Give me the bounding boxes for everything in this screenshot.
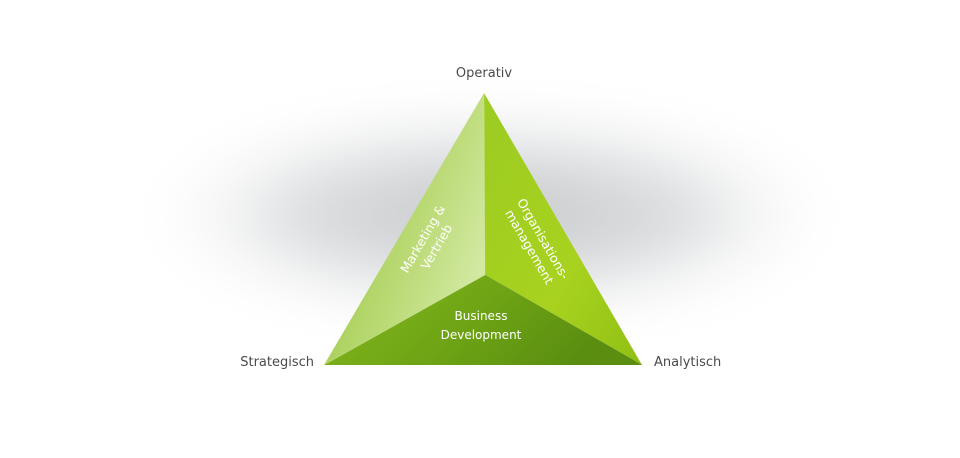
face-label-bottom: Business Development [441,309,522,342]
face-organisationsmanagement [484,93,642,365]
face-business-development [324,275,642,365]
face-label-bottom-line2: Development [441,328,522,342]
face-label-bottom-line1: Business [455,309,508,323]
corner-label-analytisch: Analytisch [654,355,722,370]
face-marketing-vertrieb [324,93,485,365]
corner-label-operativ: Operativ [455,66,513,81]
corner-label-strategisch: Strategisch [240,355,314,370]
